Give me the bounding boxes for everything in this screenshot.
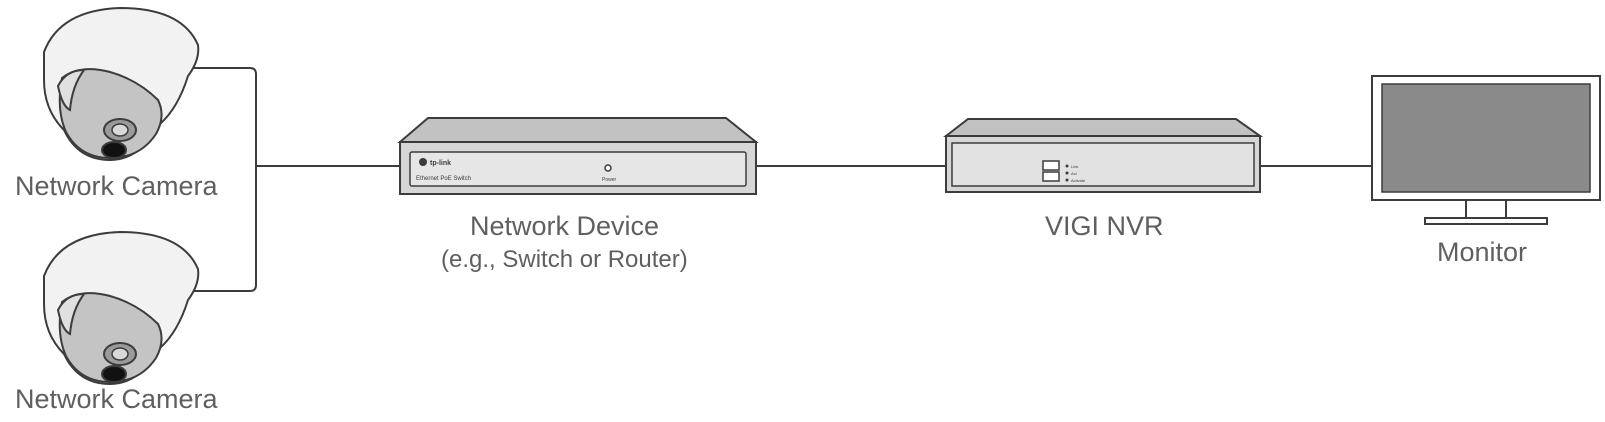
camera-bottom-label: Network Camera [15, 384, 218, 414]
camera-sensor [101, 141, 127, 159]
monitor-base [1424, 217, 1548, 225]
camera-lens [111, 123, 129, 137]
monitor [1371, 75, 1601, 225]
network-switch: tp-link Ethernet PoE Switch Power [397, 117, 759, 195]
network-device-example-label: (e.g., Switch or Router) [441, 246, 688, 273]
camera-dome-shade [56, 292, 86, 336]
switch-brand-logo-icon [419, 158, 427, 166]
monitor-label: Monitor [1437, 237, 1528, 267]
nvr-indicator-label-2: Act [1071, 171, 1078, 176]
camera-dome-inner [58, 68, 163, 160]
nvr-indicator-label-1: Link [1071, 164, 1078, 169]
nvr-indicator-label-3: Activate [1071, 178, 1086, 183]
nvr-front-panel [951, 142, 1255, 187]
camera-dome-shade [56, 68, 86, 112]
camera-lens [111, 347, 129, 361]
camera-dome-inner [58, 292, 163, 384]
nvr-top-face [943, 118, 1264, 137]
network-device-label: Network Device [470, 211, 660, 241]
vigi-nvr: Link Act Activate [943, 118, 1264, 193]
nvr-label: VIGI NVR [1045, 211, 1164, 241]
switch-power-label: Power [602, 177, 617, 183]
nvr-usb-port-top [1042, 160, 1060, 171]
network-camera-top [43, 6, 200, 162]
switch-front-panel [409, 151, 747, 187]
nvr-usb-port-bottom [1042, 171, 1060, 182]
network-camera-bottom [43, 230, 200, 386]
connection-lines [192, 67, 1372, 292]
switch-brand: tp-link [430, 160, 451, 167]
switch-model: Ethernet PoE Switch [416, 176, 471, 182]
nvr-indicator-led-1 [1065, 164, 1069, 168]
camera-top-cable [192, 67, 257, 166]
monitor-neck [1465, 199, 1507, 219]
camera-top-label: Network Camera [15, 171, 218, 201]
monitor-screen [1381, 83, 1591, 193]
switch-top-face [397, 117, 759, 143]
camera-sensor [101, 365, 127, 383]
nvr-indicator-led-2 [1065, 171, 1069, 175]
camera-bottom-cable [192, 166, 257, 292]
nvr-indicator-led-3 [1065, 178, 1069, 182]
switch-power-led-icon [604, 164, 612, 172]
